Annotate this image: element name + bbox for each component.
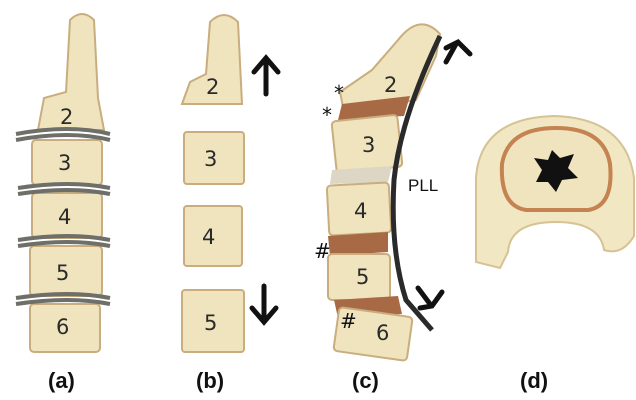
vertebra-label: 4	[354, 199, 367, 223]
vertebra-label: 2	[384, 73, 397, 97]
curved-arrow-up-icon	[446, 42, 470, 62]
vertebra-label: 3	[204, 147, 217, 171]
vertebra-label: 2	[60, 105, 73, 129]
vertebra-label: 2	[206, 75, 219, 99]
disc-c-4-5	[328, 232, 388, 256]
vertebra-label: 4	[202, 225, 215, 249]
vertebra-label: 5	[56, 261, 69, 285]
vertebra-label: 5	[356, 265, 369, 289]
arrow-up-icon	[254, 58, 278, 94]
vertebra-label: 3	[58, 151, 71, 175]
pll-label: PLL	[408, 176, 438, 195]
asterisk-marker: *	[334, 81, 344, 105]
panel-b: 2 3 4 5 (b)	[182, 15, 278, 393]
caption-b: (b)	[196, 368, 224, 393]
caption-c: (c)	[352, 368, 379, 393]
vertebra-label: 6	[56, 315, 69, 339]
vertebra-label: 6	[376, 321, 389, 345]
caption-a: (a)	[48, 368, 75, 393]
panel-a: 2 3 4 5 6 (a)	[16, 14, 110, 393]
vertebra-label: 4	[58, 205, 71, 229]
hash-marker: #	[314, 239, 331, 263]
curved-arrow-down-icon	[418, 288, 442, 308]
vertebra-label: 3	[362, 133, 375, 157]
panel-c: 2 3 4 5 6 * * # # PLL (c)	[314, 24, 470, 393]
vertebra-label: 5	[204, 311, 217, 335]
arrow-down-icon	[252, 286, 276, 322]
asterisk-marker: *	[322, 103, 332, 127]
panel-d: (d)	[476, 116, 634, 393]
hash-marker: #	[340, 309, 357, 333]
caption-d: (d)	[520, 368, 548, 393]
